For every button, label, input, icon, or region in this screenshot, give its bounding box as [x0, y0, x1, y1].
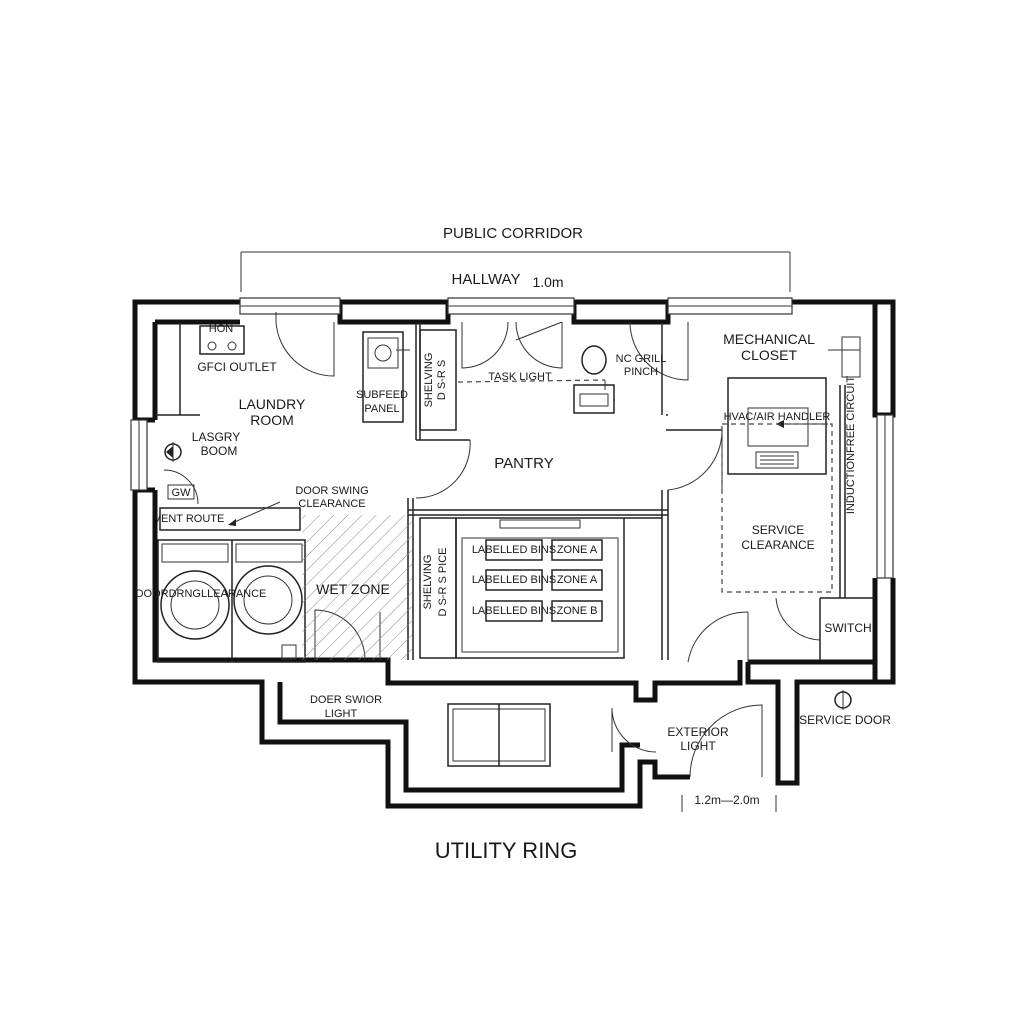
switch-label: SWITCH: [824, 621, 871, 635]
laundry-room-label-2: ROOM: [250, 412, 294, 428]
corridor-dimension: [240, 251, 791, 292]
public-corridor-label: PUBLIC CORRIDOR: [443, 225, 583, 242]
gw-label: GW: [172, 487, 192, 499]
windows: [130, 297, 894, 579]
zone-label: ZONE A: [557, 544, 598, 556]
task-light-label: TASK LIGHT: [488, 371, 552, 383]
door-swings: [163, 312, 821, 778]
nc-grill-label-2: PINCH: [624, 366, 658, 378]
wet-zone-label: WET ZONE: [316, 581, 390, 597]
washer-dryer: [157, 539, 306, 663]
shelving-side-label-2: D S-R S PICE: [437, 547, 449, 616]
laundry-room-label: LAUNDRY: [239, 396, 306, 412]
mechanical-closet-label-2: CLOSET: [741, 347, 797, 363]
bin-label: LABELLED BINS: [472, 574, 556, 586]
service-clearance-label: SERVICE: [752, 523, 804, 537]
mechanical-closet: [727, 336, 861, 475]
utility-ring-unit: [447, 703, 551, 767]
bin-label: LABELLED BINS: [472, 544, 556, 556]
toilet-fixture: [573, 345, 615, 414]
plan-title: UTILITY RING: [435, 838, 578, 863]
door-swing-label: DOOR SWING: [295, 485, 368, 497]
vent-route-label: VENT ROUTE: [154, 513, 225, 525]
service-clearance-zone: [721, 423, 833, 593]
door-clearance-label: DOORDRNGLLEARANCE: [136, 588, 267, 600]
hallway-dimension-label: 1.0m: [532, 274, 563, 290]
lasgry-boom-label: LASGRY: [192, 430, 240, 444]
subfeed-panel: [362, 331, 410, 423]
door-swing-label-2: CLEARANCE: [298, 498, 365, 510]
zone-label: ZONE A: [557, 574, 598, 586]
service-clearance-label-2: CLEARANCE: [741, 538, 814, 552]
wet-zone-hatch: [302, 515, 412, 660]
exterior-light-label: EXTERIOR: [667, 725, 729, 739]
bin-label: LABELLED BINS: [472, 605, 556, 617]
exterior-walls: [132, 299, 896, 809]
gfci-outlet-label: GFCI OUTLET: [197, 360, 277, 374]
induction-circuit-label: INDUCTIONFREE CIRCUIT: [845, 376, 857, 514]
task-light-line: [457, 379, 606, 383]
bottom-dimension-label: 1.2m—2.0m: [694, 793, 759, 807]
vent-route-box: [159, 501, 301, 531]
subfeed-panel-label-2: PANEL: [364, 403, 399, 415]
service-door-symbol: [834, 690, 852, 710]
lasgry-boom-label-2: BOOM: [201, 444, 238, 458]
hon-label: HON: [209, 323, 234, 335]
pantry-label: PANTRY: [494, 455, 553, 472]
service-door-label: SERVICE DOOR: [799, 713, 891, 727]
subfeed-panel-label: SUBFEED: [356, 389, 408, 401]
laundry-fan-symbol: [164, 442, 182, 462]
zone-label: ZONE B: [557, 605, 598, 617]
hallway-label: HALLWAY: [452, 271, 521, 288]
laundry-sink: [199, 325, 245, 355]
shelving-top-label-2: D S-R S: [436, 360, 448, 400]
shelving-side-label: SHELVING: [422, 555, 434, 610]
exterior-light-label-2: LIGHT: [680, 739, 716, 753]
nc-grill-label: NC GRILL: [616, 353, 667, 365]
shelving-unit-top: [419, 329, 457, 431]
mechanical-closet-label: MECHANICAL: [723, 331, 815, 347]
pantry-shelving: [419, 517, 662, 659]
door-sensor-label: DOER SWIOR: [310, 694, 382, 706]
shelving-top-label: SHELVING: [423, 353, 435, 408]
hvac-label: HVAC/AIR HANDLER: [724, 411, 831, 423]
gw-outlet-box: [167, 484, 195, 500]
door-sensor-label-2: LIGHT: [325, 708, 358, 720]
bottom-dimension: [681, 795, 777, 812]
